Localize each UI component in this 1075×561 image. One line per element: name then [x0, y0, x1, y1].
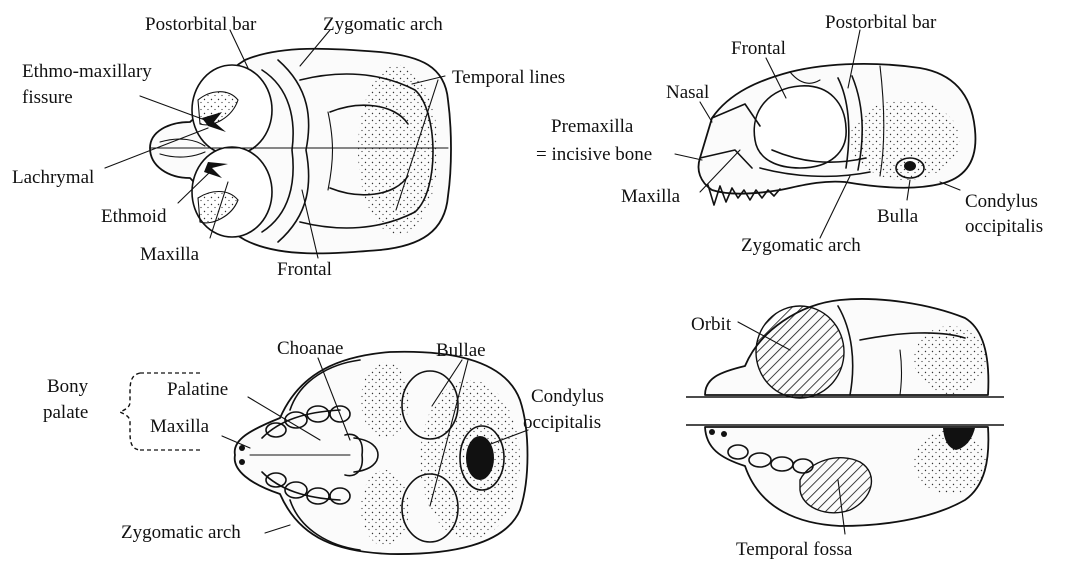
label-ethmo-maxillary-fissure: fissure	[22, 87, 73, 108]
label-ethmo-maxillary: Ethmo-maxillary	[22, 61, 152, 82]
label-maxilla: Maxilla	[621, 186, 681, 207]
label-condylus: Condylus	[531, 386, 604, 407]
label-ethmoid: Ethmoid	[101, 206, 167, 227]
label-palate: palate	[43, 402, 88, 423]
label-maxilla: Maxilla	[140, 244, 200, 265]
composite-upper-half	[705, 299, 988, 398]
label-occipitalis: occipitalis	[523, 412, 601, 433]
ventral-view-panel: Choanae Bullae Bony palate Palatine Maxi…	[43, 338, 604, 554]
label-bulla: Bulla	[877, 206, 919, 227]
label-frontal: Frontal	[277, 259, 332, 280]
composite-lower-half	[705, 427, 988, 526]
label-palatine: Palatine	[167, 379, 228, 400]
dorsal-view-panel: Postorbital bar Zygomatic arch Ethmo-max…	[12, 14, 565, 280]
lateral-view-panel: Frontal Postorbital bar Nasal Premaxilla…	[536, 12, 1043, 256]
label-choanae: Choanae	[277, 338, 343, 359]
label-postorbital-bar: Postorbital bar	[145, 14, 257, 35]
label-orbit: Orbit	[691, 314, 732, 335]
dorsal-skull-drawing	[150, 49, 451, 254]
label-premaxilla: Premaxilla	[551, 116, 634, 137]
label-temporal-lines: Temporal lines	[452, 67, 565, 88]
label-bullae: Bullae	[436, 340, 486, 361]
lateral-skull-drawing	[699, 64, 976, 205]
label-condylus: Condylus	[965, 191, 1038, 212]
label-zygomatic-arch: Zygomatic arch	[741, 235, 861, 256]
label-nasal: Nasal	[666, 82, 709, 103]
label-maxilla: Maxilla	[150, 416, 210, 437]
composite-divider	[686, 397, 1004, 425]
label-zygomatic-arch: Zygomatic arch	[121, 522, 241, 543]
label-temporal-fossa: Temporal fossa	[736, 539, 853, 560]
label-zygomatic-arch: Zygomatic arch	[323, 14, 443, 35]
label-lachrymal: Lachrymal	[12, 167, 94, 188]
label-bony: Bony	[47, 376, 89, 397]
label-frontal: Frontal	[731, 38, 786, 59]
label-occipitalis: occipitalis	[965, 216, 1043, 237]
label-incisive-bone: = incisive bone	[536, 144, 652, 165]
orbit-hatched-region	[756, 306, 844, 398]
label-postorbital-bar: Postorbital bar	[825, 12, 937, 33]
composite-view-panel: Orbit Temporal fossa	[686, 299, 1004, 560]
ventral-skull-drawing	[235, 352, 528, 554]
bony-palate-bracket	[120, 373, 140, 450]
